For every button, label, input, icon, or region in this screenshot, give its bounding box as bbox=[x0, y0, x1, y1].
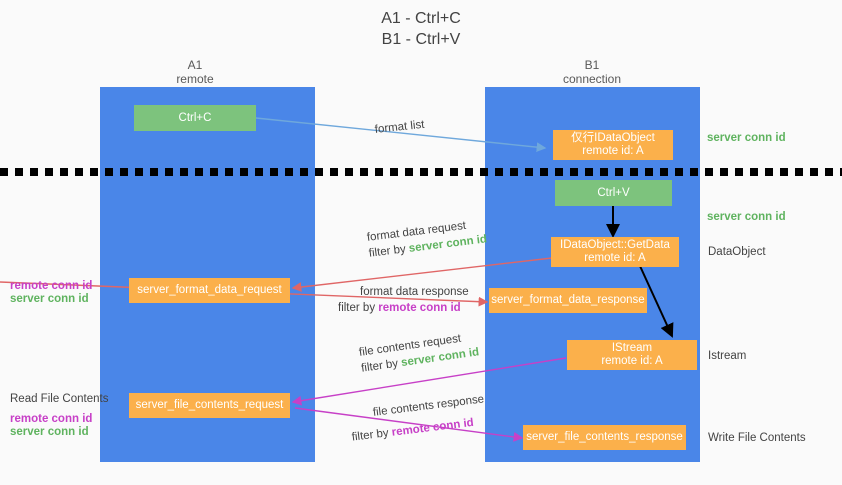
node-ifr-idataobject[interactable]: 仅行IDataObject remote id: A bbox=[553, 130, 673, 160]
node-ctrl-v[interactable]: Ctrl+V bbox=[555, 180, 672, 206]
left-label-server-conn-id-2: server conn id bbox=[10, 426, 89, 438]
phase-divider bbox=[0, 168, 842, 176]
caption-filter-value-remote-conn-id-2: remote conn id bbox=[391, 416, 475, 439]
caption-format-data-response: format data response filter by remote co… bbox=[338, 284, 469, 316]
lane-header-b1: B1 connection bbox=[562, 58, 622, 86]
caption-filter-prefix-4: filter by bbox=[351, 426, 393, 444]
right-label-server-conn-id-1: server conn id bbox=[707, 132, 786, 144]
node-istream[interactable]: IStream remote id: A bbox=[567, 340, 697, 370]
caption-filter-prefix-2: filter by bbox=[338, 302, 379, 314]
caption-format-list: format list bbox=[374, 117, 425, 138]
caption-filter-prefix: filter by bbox=[368, 242, 410, 260]
right-label-dataobject: DataObject bbox=[708, 246, 766, 258]
right-label-write-file-contents: Write File Contents bbox=[708, 432, 806, 444]
node-idataobject-getdata[interactable]: IDataObject::GetData remote id: A bbox=[551, 237, 679, 267]
caption-format-data-response-line1: format data response bbox=[360, 286, 469, 298]
caption-file-contents-response-line2: filter by remote conn id bbox=[351, 413, 488, 445]
node-server-format-data-request[interactable]: server_format_data_request bbox=[129, 278, 290, 303]
left-label-read-file-contents: Read File Contents bbox=[10, 393, 109, 405]
lane-header-a1: A1 remote bbox=[176, 58, 214, 86]
node-server-file-contents-response[interactable]: server_file_contents_response bbox=[523, 425, 686, 450]
left-label-remote-conn-id-2: remote conn id bbox=[10, 413, 93, 425]
node-ctrl-c[interactable]: Ctrl+C bbox=[134, 105, 256, 131]
left-label-server-conn-id-1: server conn id bbox=[10, 293, 89, 305]
caption-filter-value-remote-conn-id: remote conn id bbox=[378, 302, 461, 314]
caption-file-contents-request: file contents request filter by server c… bbox=[358, 328, 480, 376]
caption-filter-prefix-3: filter by bbox=[360, 357, 403, 375]
caption-file-contents-response: file contents response filter by remote … bbox=[351, 391, 488, 443]
left-label-remote-conn-id-1: remote conn id bbox=[10, 280, 93, 292]
caption-format-data-response-line2: filter by remote conn id bbox=[338, 300, 469, 316]
page-title: A1 - Ctrl+C B1 - Ctrl+V bbox=[381, 10, 461, 48]
node-server-format-data-response[interactable]: server_format_data_response bbox=[489, 288, 647, 313]
right-label-istream: Istream bbox=[708, 350, 747, 362]
node-server-file-contents-request[interactable]: server_file_contents_request bbox=[129, 393, 290, 418]
right-label-server-conn-id-2: server conn id bbox=[707, 211, 786, 223]
caption-format-list-text: format list bbox=[374, 118, 426, 136]
caption-format-data-request: format data request filter by server con… bbox=[366, 216, 488, 262]
